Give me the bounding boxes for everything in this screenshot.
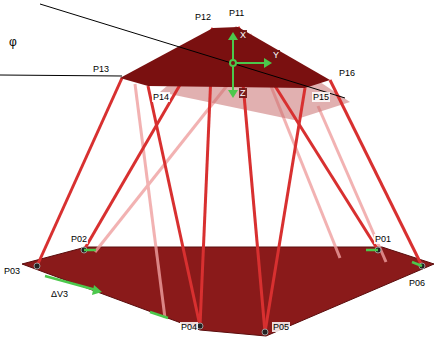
- point-label: P15: [312, 92, 330, 102]
- legs: [37, 27, 422, 332]
- point-label: P11: [228, 8, 245, 18]
- point-label: P14: [152, 92, 170, 102]
- dimension-label: ΔV3: [50, 289, 69, 299]
- joints: [34, 247, 425, 335]
- angle-line: [40, 4, 345, 98]
- base-plate: [22, 247, 434, 336]
- axis-label: Z: [239, 88, 247, 98]
- axis-label: X: [239, 30, 247, 40]
- point-label: P01: [374, 234, 392, 244]
- displacement-arrows: [45, 250, 422, 318]
- point-label: P04: [180, 322, 198, 332]
- point-label: P16: [338, 68, 356, 78]
- point-label: P05: [272, 322, 290, 332]
- angle-line: [0, 75, 122, 76]
- point-label: P13: [92, 64, 110, 74]
- point-label: P06: [408, 278, 426, 288]
- base-outline: [22, 247, 434, 336]
- top-plate: [120, 27, 330, 88]
- point-label: P02: [70, 234, 88, 244]
- point-label: P03: [3, 266, 21, 276]
- axis-label: Y: [272, 50, 280, 60]
- axes: [228, 32, 272, 98]
- point-label: P12: [194, 12, 212, 22]
- angle-symbol: φ: [8, 36, 18, 49]
